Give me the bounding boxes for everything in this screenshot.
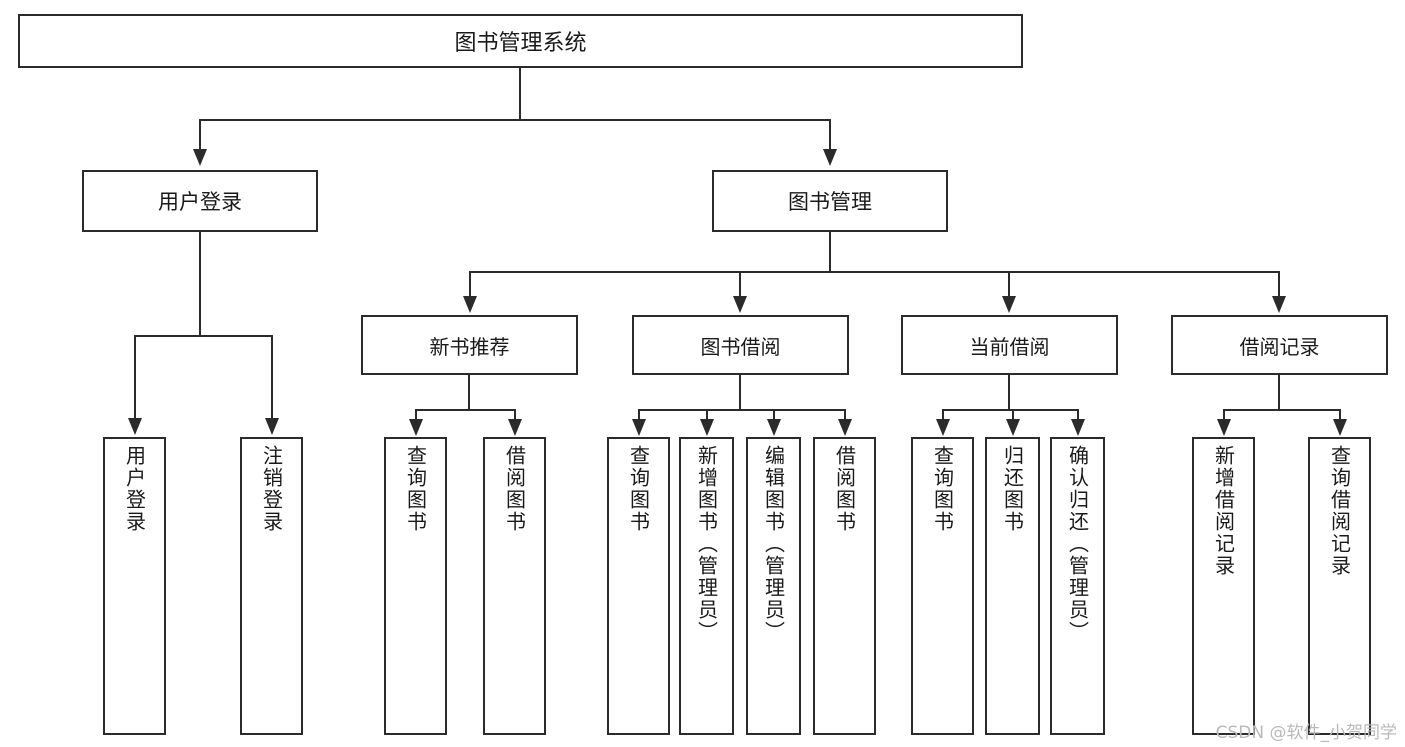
node-label: 当前借阅 (969, 334, 1050, 359)
leaf-label: 注销登录 (259, 445, 284, 533)
node-borrow-record[interactable]: 借阅记录 (1171, 315, 1388, 375)
leaf-node-borrow-book[interactable]: 借阅图书 (813, 437, 876, 735)
node-root-system[interactable]: 图书管理系统 (18, 14, 1023, 68)
node-user-login[interactable]: 用户登录 (82, 170, 318, 232)
edge-drop-newbook (469, 271, 471, 298)
edge-root-bus (199, 119, 830, 121)
leaf-label: 查询图书 (930, 445, 955, 533)
arrow-userlogin (193, 149, 207, 166)
edge-current-stem (1008, 375, 1010, 411)
edge-drop-leaf-userlogin-1 (134, 335, 136, 420)
leaf-node-add-book-admin[interactable]: 新增图书（管理员） (679, 437, 734, 735)
edge-drop-leaf-current-1 (942, 409, 944, 421)
edge-drop-leaf-borrow-2 (706, 409, 708, 421)
edge-record-bus (1223, 409, 1339, 411)
leaf-node-query-book-recommend[interactable]: 查询图书 (384, 437, 447, 735)
arrow-leaf-borrow-4 (838, 419, 852, 436)
leaf-node-return-book[interactable]: 归还图书 (985, 437, 1040, 735)
edge-drop-record (1278, 271, 1280, 298)
edge-drop-leaf-newbook-1 (415, 409, 417, 421)
edge-drop-current (1008, 271, 1010, 298)
node-label: 新书推荐 (429, 334, 510, 359)
arrow-leaf-record-2 (1333, 419, 1347, 436)
leaf-node-query-book-current[interactable]: 查询图书 (911, 437, 974, 735)
edge-drop-leaf-borrow-4 (844, 409, 846, 421)
edge-drop-leaf-current-3 (1077, 409, 1079, 421)
edge-drop-leaf-record-2 (1339, 409, 1341, 421)
edge-userlogin-bus (134, 335, 271, 337)
arrow-leaf-borrow-2 (700, 419, 714, 436)
node-label: 图书管理系统 (454, 31, 587, 56)
arrow-newbook (463, 296, 477, 313)
arrow-borrow (733, 296, 747, 313)
leaf-label: 确认归还（管理员） (1065, 445, 1090, 643)
edge-bookmgmt-stem (829, 232, 831, 272)
leaf-label: 编辑图书（管理员） (761, 445, 786, 643)
leaf-label: 查询图书 (626, 445, 651, 533)
node-current-borrow[interactable]: 当前借阅 (901, 315, 1118, 375)
edge-drop-leaf-newbook-2 (514, 409, 516, 421)
leaf-label: 新增图书（管理员） (694, 445, 719, 643)
node-book-borrow[interactable]: 图书借阅 (632, 315, 849, 375)
edge-bookmgmt-bus (469, 271, 1280, 273)
edge-drop-bookmgmt (829, 119, 831, 151)
arrow-bookmgmt (823, 149, 837, 166)
edge-drop-leaf-userlogin-2 (271, 335, 273, 420)
node-label: 图书借阅 (700, 334, 781, 359)
arrow-leaf-userlogin-2 (265, 418, 279, 435)
leaf-label: 查询借阅记录 (1327, 445, 1352, 577)
node-label: 用户登录 (158, 190, 242, 214)
leaf-node-query-book-borrow[interactable]: 查询图书 (607, 437, 670, 735)
edge-drop-leaf-borrow-3 (773, 409, 775, 421)
leaf-label: 用户登录 (122, 445, 147, 533)
arrow-leaf-borrow-1 (632, 419, 646, 436)
arrow-leaf-newbook-1 (409, 419, 423, 436)
arrow-leaf-record-1 (1217, 419, 1231, 436)
leaf-node-edit-book-admin[interactable]: 编辑图书（管理员） (746, 437, 801, 735)
node-new-book-recommend[interactable]: 新书推荐 (361, 315, 578, 375)
arrow-leaf-current-1 (936, 419, 950, 436)
edge-newbook-stem (468, 375, 470, 411)
arrow-current (1002, 296, 1016, 313)
edge-drop-leaf-borrow-1 (638, 409, 640, 421)
watermark-text: CSDN @软件_小贺同学 (1215, 723, 1397, 743)
node-label: 图书管理 (788, 190, 872, 214)
leaf-label: 借阅图书 (832, 445, 857, 533)
leaf-label: 查询图书 (403, 445, 428, 533)
leaf-node-add-borrow-record[interactable]: 新增借阅记录 (1192, 437, 1255, 735)
leaf-node-borrow-book-recommend[interactable]: 借阅图书 (483, 437, 546, 735)
edge-current-bus (942, 409, 1077, 411)
edge-borrow-stem (739, 375, 741, 411)
arrow-leaf-borrow-3 (767, 419, 781, 436)
leaf-node-logout[interactable]: 注销登录 (240, 437, 303, 735)
edge-newbook-bus (415, 409, 514, 411)
leaf-node-query-borrow-record[interactable]: 查询借阅记录 (1308, 437, 1371, 735)
arrow-leaf-newbook-2 (508, 419, 522, 436)
leaf-label: 新增借阅记录 (1211, 445, 1236, 577)
arrow-leaf-current-2 (1006, 419, 1020, 436)
arrow-leaf-userlogin-1 (128, 418, 142, 435)
leaf-node-user-login[interactable]: 用户登录 (103, 437, 166, 735)
arrow-record (1272, 296, 1286, 313)
edge-borrow-bus (638, 409, 844, 411)
arrow-leaf-current-3 (1071, 419, 1085, 436)
edge-root-stem (519, 68, 521, 120)
edge-drop-userlogin (199, 119, 201, 151)
leaf-label: 借阅图书 (502, 445, 527, 533)
leaf-node-confirm-return-admin[interactable]: 确认归还（管理员） (1050, 437, 1105, 735)
node-book-management[interactable]: 图书管理 (712, 170, 948, 232)
leaf-label: 归还图书 (1000, 445, 1025, 533)
node-label: 借阅记录 (1239, 334, 1320, 359)
edge-drop-leaf-record-1 (1223, 409, 1225, 421)
edge-record-stem (1278, 375, 1280, 411)
edge-userlogin-stem (199, 232, 201, 336)
edge-drop-leaf-current-2 (1012, 409, 1014, 421)
edge-drop-borrow (739, 271, 741, 298)
